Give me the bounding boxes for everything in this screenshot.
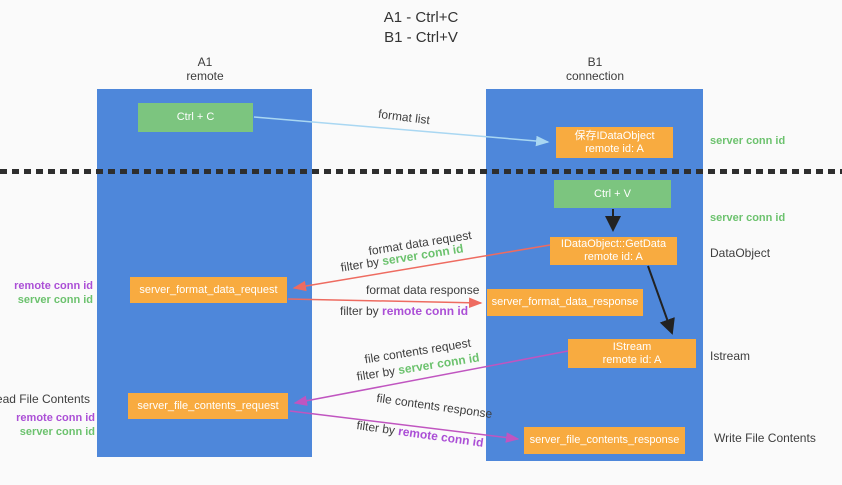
label-dataobject: DataObject <box>710 246 771 260</box>
dotted-divider <box>0 169 842 174</box>
tag-server-conn-id-right-1: server conn id <box>710 135 786 147</box>
lane-a1-name: A1 <box>197 55 213 69</box>
lane-header-b1: B1 connection <box>525 55 665 83</box>
diagram-title: A1 - Ctrl+C B1 - Ctrl+V <box>0 8 842 48</box>
node-server-file-contents-request: server_file_contents_request <box>128 393 288 419</box>
tag-server-conn-id-left-2: server conn id <box>19 426 95 438</box>
label-filter-by-remote-conn-id-1: filter by remote conn id <box>340 304 468 318</box>
node-istream-line1: IStream <box>612 340 652 353</box>
node-file-response-label: server_file_contents_response <box>529 434 680 446</box>
filter-by-text: filter by <box>340 304 379 318</box>
node-server-format-data-response: server_format_data_response <box>487 289 643 316</box>
title-line-ctrl-c: A1 - Ctrl+C <box>383 9 459 26</box>
label-read-file-contents: Read File Contents <box>0 392 90 406</box>
node-server-file-contents-response: server_file_contents_response <box>524 427 685 454</box>
node-istream: IStream remote id: A <box>568 339 696 368</box>
lane-b1-subtitle: connection <box>565 69 625 83</box>
title-line-ctrl-v: B1 - Ctrl+V <box>384 29 458 46</box>
node-ctrl-v: Ctrl + V <box>554 180 671 208</box>
label-file-contents-response: file contents response <box>375 390 494 422</box>
node-getdata-line1: IDataObject::GetData <box>560 238 667 250</box>
node-ctrl-c-label: Ctrl + C <box>176 111 215 123</box>
lane-header-a1: A1 remote <box>135 55 275 83</box>
tag-remote-conn-id-left-2: remote conn id <box>16 412 95 424</box>
lane-a1-subtitle: remote <box>186 69 224 83</box>
lane-b1-name: B1 <box>587 55 603 69</box>
node-istream-line2: remote id: A <box>602 353 662 366</box>
node-save-idataobject-line2: remote id: A <box>585 142 644 155</box>
filter-by-text: filter by <box>355 363 397 384</box>
node-ctrl-c: Ctrl + C <box>138 103 253 132</box>
node-getdata-line2: remote id: A <box>584 251 643 263</box>
node-file-request-label: server_file_contents_request <box>137 399 279 412</box>
node-save-idataobject-line1: 保存IDataObject <box>574 129 655 142</box>
node-format-response-label: server_format_data_response <box>491 296 639 308</box>
node-server-format-data-request: server_format_data_request <box>130 277 287 303</box>
label-format-data-response: format data response <box>366 283 480 297</box>
label-format-list: format list <box>377 106 431 128</box>
node-save-idataobject: 保存IDataObject remote id: A <box>556 127 673 158</box>
filter-by-text: filter by <box>339 254 381 275</box>
node-idataobject-getdata: IDataObject::GetData remote id: A <box>550 237 677 265</box>
tag-server-conn-id-right-2: server conn id <box>710 212 786 224</box>
remote-conn-id-text: remote conn id <box>382 304 469 318</box>
filter-by-text: filter by <box>355 418 396 438</box>
label-filter-by-remote-conn-id-2: filter by remote conn id <box>356 418 485 450</box>
tag-remote-conn-id-left-1: remote conn id <box>14 280 93 292</box>
node-format-request-label: server_format_data_request <box>139 283 278 296</box>
remote-conn-id-text: remote conn id <box>397 424 485 450</box>
arrow-format-data-response <box>287 297 483 309</box>
tag-server-conn-id-left-1: server conn id <box>17 294 93 306</box>
label-istream: Istream <box>710 349 751 363</box>
label-write-file-contents: Write File Contents <box>714 431 816 445</box>
node-ctrl-v-label: Ctrl + V <box>594 187 631 200</box>
